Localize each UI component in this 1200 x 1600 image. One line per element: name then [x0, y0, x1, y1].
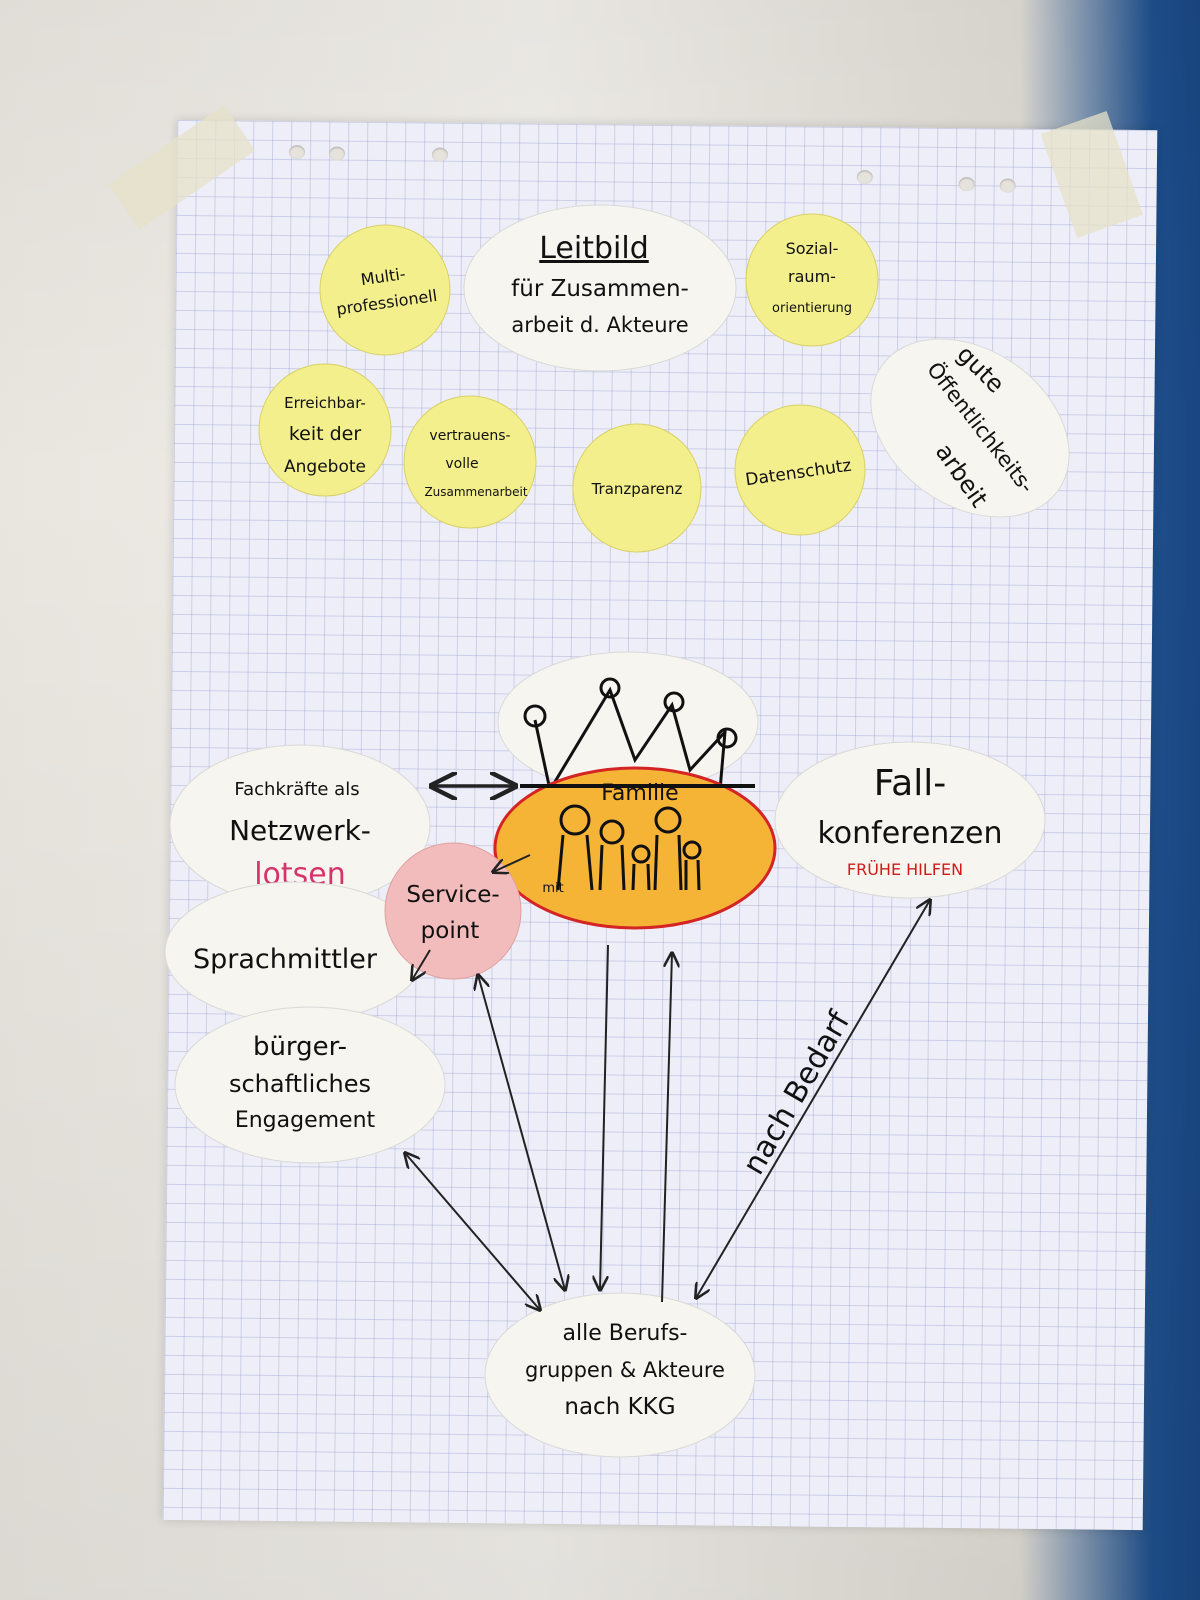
arrow-label-nach-bedarf: nach Bedarf — [736, 1005, 858, 1181]
crown-ball — [599, 677, 621, 699]
leitbild-line: arbeit d. Akteure — [511, 313, 688, 337]
arrow-familie-servicepoint — [493, 854, 531, 872]
familie-sublabel: mit — [542, 881, 563, 896]
sticker-sozialraumorientierung: Sozial- raum- orientierung — [745, 213, 879, 347]
sticker-vertrauensvolle-zusammenarbeit: vertrauens- volle Zusammenarbeit — [403, 395, 537, 529]
crown-ball — [716, 727, 738, 749]
fallkonferenzen-sticker: Fall- konferenzen FRÜHE HILFEN — [774, 741, 1046, 899]
servicepoint-line: point — [421, 918, 480, 944]
sticker-text-line: volle — [445, 456, 478, 472]
familie-label: Familie — [601, 781, 678, 806]
engagement-sticker: bürger- schaftliches Engagement — [174, 1006, 446, 1164]
crown-ball — [523, 704, 547, 728]
sticker-text: Tranzparenz — [591, 480, 683, 498]
sticker-datenschutz: Datenschutz — [734, 404, 866, 536]
leitbild-line: für Zusammen- — [511, 276, 689, 302]
fallkonferenzen-line: Fall- — [874, 763, 946, 804]
arrow-akteure-familie — [661, 953, 672, 1303]
sprachmittler-label: Sprachmittler — [193, 944, 378, 975]
akteure-line: nach KKG — [564, 1394, 675, 1420]
engagement-line: bürger- — [253, 1032, 347, 1062]
sticker-text-line: Zusammenarbeit — [424, 485, 527, 499]
crown-sticker — [497, 651, 759, 795]
netzwerklotsen-sticker: Fachkräfte als Netzwerk- lotsen — [169, 744, 431, 906]
servicepoint-line: Service- — [406, 882, 499, 908]
netzwerk-line: Netzwerk- — [229, 814, 371, 847]
family-figures — [556, 804, 702, 891]
sticker-text-line: Sozial- — [786, 239, 839, 258]
sticker-text-line: vertrauens- — [429, 428, 510, 444]
fallkonferenzen-line: konferenzen — [817, 816, 1002, 851]
akteure-sticker: alle Berufs- gruppen & Akteure nach KKG — [484, 1292, 756, 1458]
servicepoint-sticker: Service- point — [384, 842, 522, 980]
sticker-text-line: orientierung — [772, 301, 852, 316]
sticker-oeffentlichkeitsarbeit: gute Öffentlichkeits- arbeit — [870, 338, 1070, 518]
sprachmittler-sticker: Sprachmittler — [164, 881, 426, 1023]
fallkonferenzen-sub: FRÜHE HILFEN — [847, 860, 963, 879]
sticker-text-line: keit der — [289, 423, 362, 445]
sticker-text-line: raum- — [788, 267, 836, 286]
arrow-servicepoint-akteure — [478, 975, 565, 1290]
engagement-line: schaftliches — [229, 1070, 371, 1098]
sticker-text-line: Angebote — [284, 457, 366, 477]
familie-sticker: Familie mit — [493, 766, 777, 930]
sticker-text-line: Erreichbar- — [284, 394, 366, 412]
connector-arrows — [405, 786, 930, 1310]
sticker-multiprofessionell: Multi- professionell — [319, 224, 451, 356]
netzwerk-line: Fachkräfte als — [234, 779, 359, 800]
arrow-servicepoint-sprachmittler — [412, 949, 431, 980]
crown-ball — [663, 691, 685, 713]
leitbild-title: Leitbild — [539, 231, 649, 266]
akteure-line: gruppen & Akteure — [525, 1358, 725, 1382]
akteure-line: alle Berufs- — [563, 1321, 688, 1346]
engagement-line: Engagement — [235, 1108, 376, 1133]
crown-drawing — [533, 686, 727, 795]
arrow-familie-akteure — [600, 944, 609, 1290]
arrow-engagement-akteure — [405, 1153, 540, 1310]
sticker-erreichbarkeit: Erreichbar- keit der Angebote — [258, 363, 392, 497]
sticker-transparenz: Tranzparenz — [572, 423, 702, 553]
arrow-akteure-fallkonferenzen — [696, 900, 930, 1298]
sticker-leitbild: Leitbild für Zusammen- arbeit d. Akteure — [463, 204, 737, 372]
